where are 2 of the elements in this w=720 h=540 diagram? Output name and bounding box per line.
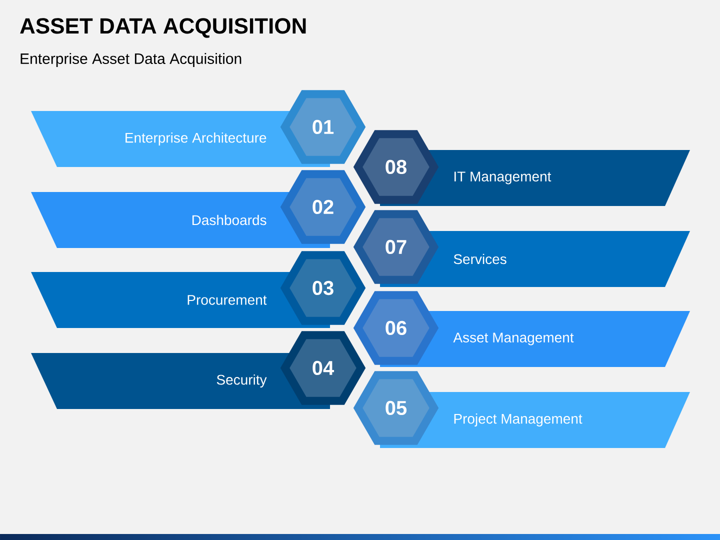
title: ASSET DATA ACQUISITION	[20, 18, 306, 38]
subtitle: Enterprise Asset Data Acquisition	[20, 53, 242, 67]
